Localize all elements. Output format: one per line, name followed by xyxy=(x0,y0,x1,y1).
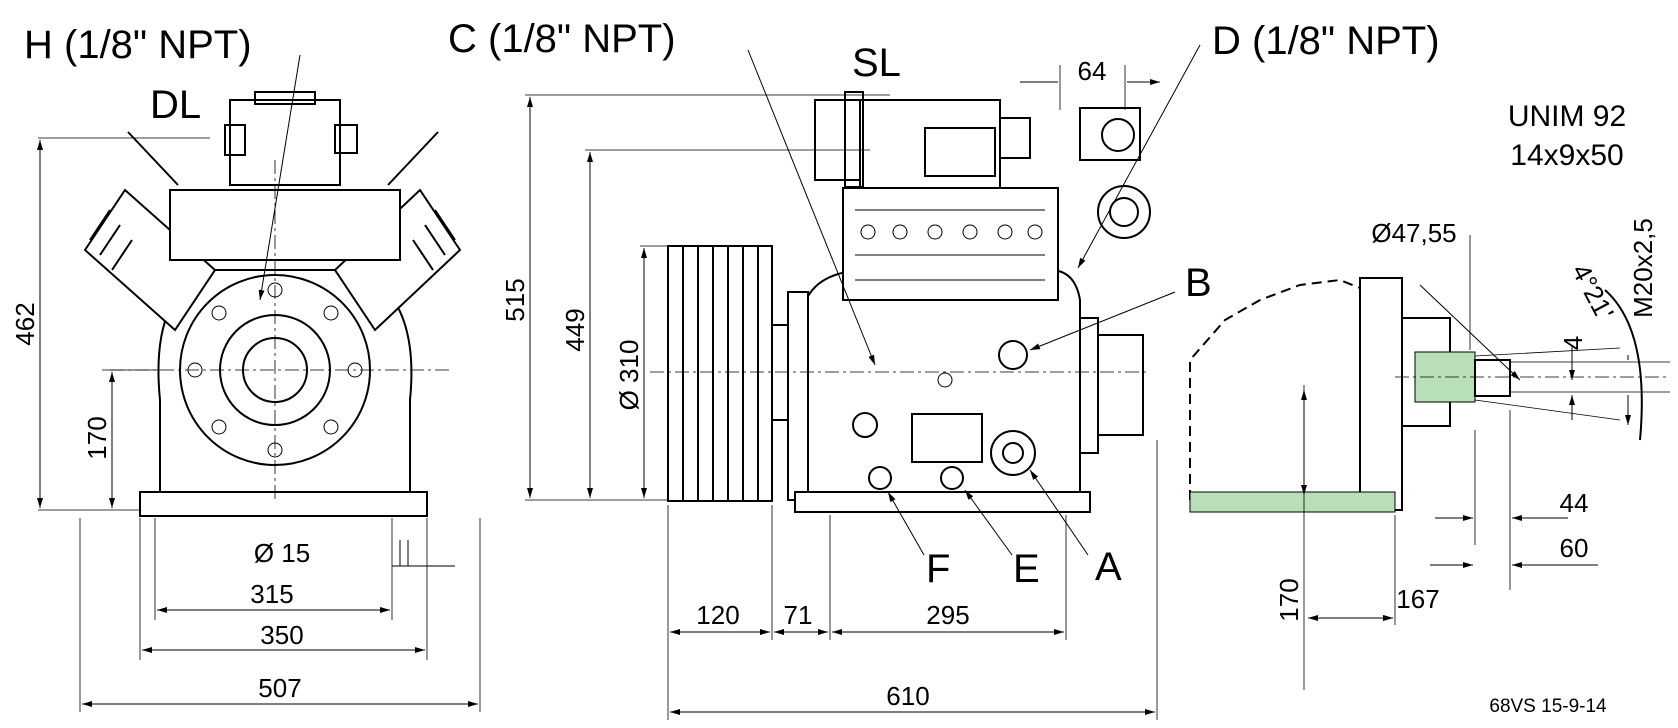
dim-thread: M20x2,5 xyxy=(1628,218,1658,318)
port-e xyxy=(940,466,964,490)
label-unim-line2: 14x9x50 xyxy=(1510,139,1623,172)
dim-71: 71 xyxy=(784,600,813,630)
dim-170-detail: 170 xyxy=(1274,578,1304,621)
side-rear-cover xyxy=(1079,317,1099,454)
shaft-detail-view: Ø47,55 M20x2,5 4°21' 4 44 60 167 170 xyxy=(1189,218,1670,690)
dim-515: 515 xyxy=(500,278,530,321)
dim-610: 610 xyxy=(886,681,929,711)
b-leader xyxy=(1029,291,1176,351)
front-discharge-valve xyxy=(229,99,341,186)
front-dimensions: 462 170 Ø 15 315 350 507 xyxy=(10,54,481,712)
dim-167: 167 xyxy=(1396,584,1439,614)
keyway-leader xyxy=(1419,284,1521,381)
dim-pulley-diameter: Ø 310 xyxy=(614,340,644,411)
dim-295: 295 xyxy=(926,600,969,630)
label-sl: SL xyxy=(852,41,901,85)
label-f: F xyxy=(926,547,950,591)
dim-4: 4 xyxy=(1558,336,1588,350)
label-d-port: D (1/8" NPT) xyxy=(1212,19,1440,63)
side-view xyxy=(650,91,1151,513)
dim-449: 449 xyxy=(560,308,590,351)
dim-taper-angle: 4°21' xyxy=(1566,259,1620,325)
detail-angle-arc xyxy=(1604,289,1643,441)
dim-462: 462 xyxy=(10,302,40,345)
label-b: B xyxy=(1185,261,1212,305)
front-left-cylinder-bank xyxy=(83,188,217,332)
dim-350: 350 xyxy=(260,620,303,650)
f-leader xyxy=(887,491,925,556)
side-base-plate xyxy=(794,491,1091,513)
dim-170-front: 170 xyxy=(82,416,112,459)
dim-bolt-hole: Ø 15 xyxy=(254,538,310,568)
dim-60: 60 xyxy=(1560,533,1589,563)
d-port-leader xyxy=(1077,44,1201,269)
detail-shaft-end xyxy=(1474,359,1511,397)
dim-64: 64 xyxy=(1078,56,1107,86)
e-leader xyxy=(964,489,1013,556)
dim-120: 120 xyxy=(696,600,739,630)
label-dl: DL xyxy=(150,83,201,127)
side-discharge-port xyxy=(1097,185,1151,239)
side-logo xyxy=(852,412,878,438)
detail-housing-flange xyxy=(1359,277,1403,511)
side-nameplate xyxy=(911,413,983,463)
front-right-handle xyxy=(387,131,439,186)
label-c-port: C (1/8" NPT) xyxy=(448,17,676,61)
dim-507: 507 xyxy=(258,673,301,703)
label-a: A xyxy=(1095,545,1122,589)
label-h-port: H (1/8" NPT) xyxy=(24,23,252,67)
port-b xyxy=(998,340,1028,370)
front-base-plate xyxy=(139,491,428,517)
side-front-cover xyxy=(787,291,809,501)
side-cylinder-heads xyxy=(842,187,1059,301)
side-pulley xyxy=(667,245,773,502)
h-port-leader xyxy=(258,54,301,301)
c-port-leader xyxy=(747,49,876,366)
side-oil-pump xyxy=(1097,334,1144,436)
label-unim-line1: UNIM 92 xyxy=(1508,100,1626,133)
side-dimensions: 515 449 Ø 310 64 120 71 295 610 xyxy=(500,44,1201,720)
port-f xyxy=(868,466,892,490)
dim-shaft-diameter: Ø47,55 xyxy=(1371,218,1456,248)
dim-44: 44 xyxy=(1560,488,1589,518)
detail-base-section xyxy=(1189,491,1396,513)
dim-315: 315 xyxy=(250,579,293,609)
front-view xyxy=(83,91,462,517)
a-leader xyxy=(1029,469,1089,556)
drawing-id: 68VS 15-9-14 xyxy=(1489,696,1607,717)
side-discharge-valve xyxy=(1079,107,1141,161)
front-manifold xyxy=(169,189,401,261)
front-left-handle xyxy=(127,131,179,186)
port-a xyxy=(990,430,1036,476)
label-e: E xyxy=(1013,547,1040,591)
